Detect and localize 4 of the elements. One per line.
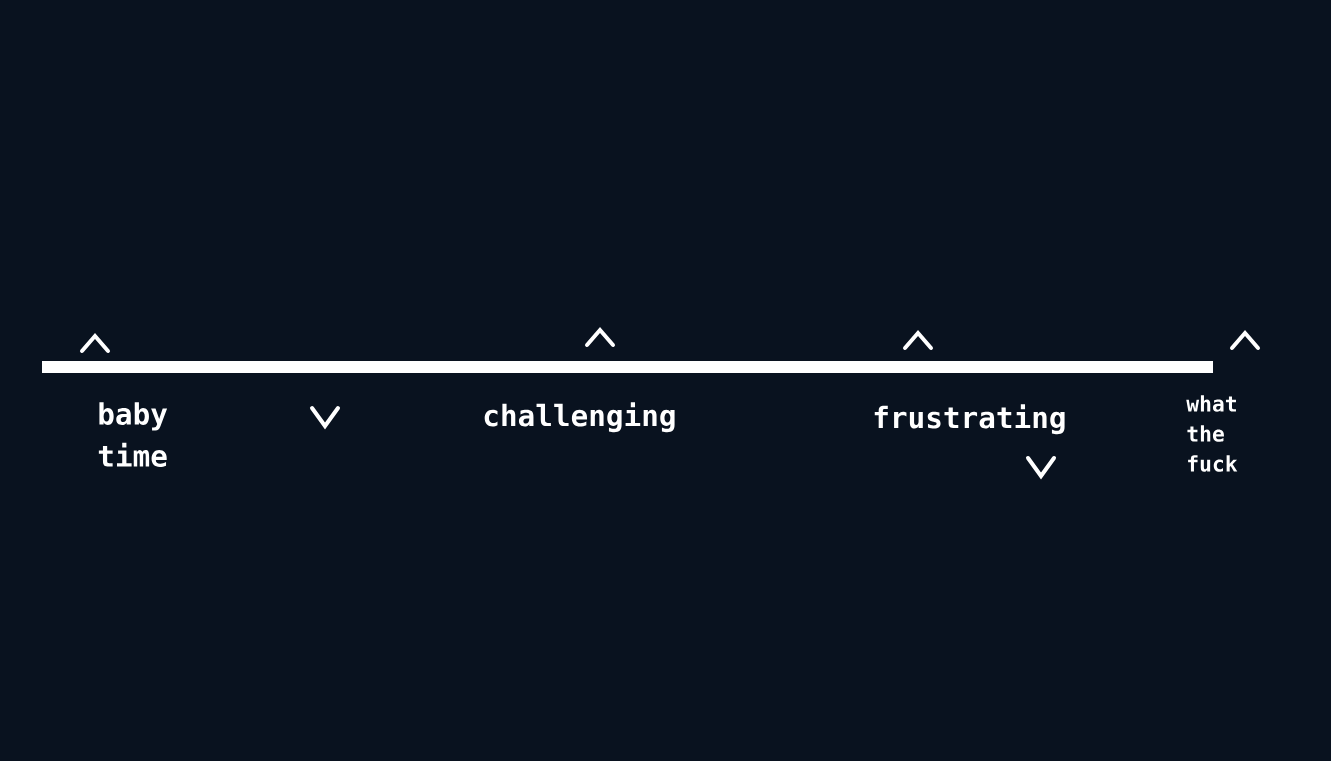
timeline-label: what the fuck	[1186, 395, 1238, 472]
timeline-label: frustrating	[874, 404, 1065, 435]
timeline-label: challenging	[484, 402, 675, 433]
timeline-label: baby time	[98, 402, 168, 467]
